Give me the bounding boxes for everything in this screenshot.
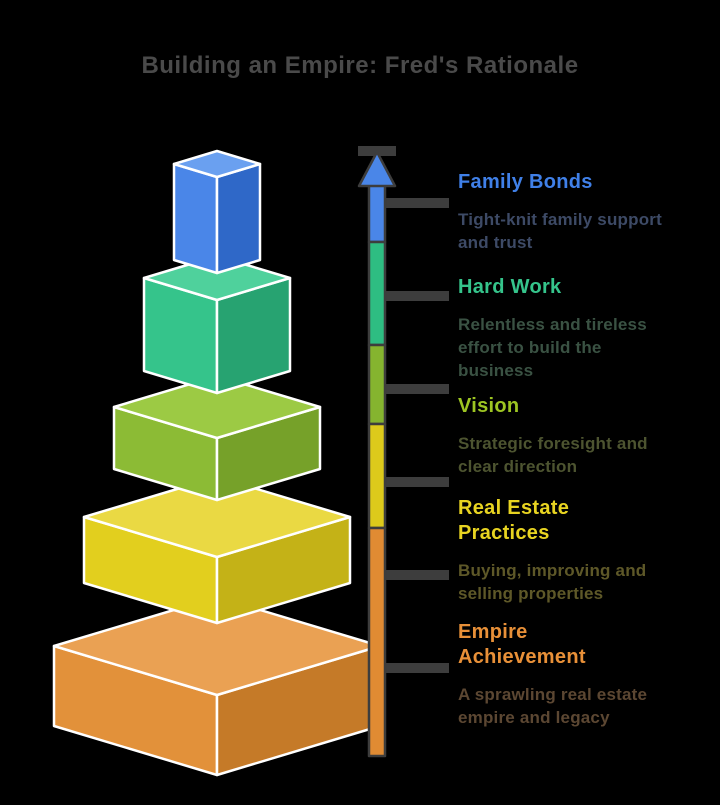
pyramid-level-hard-work — [142, 254, 292, 395]
arrow-segment-family-bonds — [367, 181, 387, 244]
section-hard-work-description: Relentless and tireless effort to build … — [458, 315, 647, 380]
section-empire-achievement-label: Empire Achievement — [458, 621, 586, 668]
section-hard-work-label: Hard Work — [458, 276, 562, 298]
pyramid-level-family-bonds — [172, 149, 262, 275]
tick-mark-4 — [384, 477, 449, 487]
pyramid-level-empire-achievement — [52, 595, 382, 777]
pyramid-level-real-estate-practices — [82, 475, 352, 625]
box-right-face — [215, 162, 262, 275]
section-real-estate-practices-label: Real Estate Practices — [458, 497, 570, 544]
arrow-segment-real-estate-practices — [367, 422, 387, 530]
section-empire-achievement: Empire Achievement A sprawling real esta… — [458, 620, 698, 729]
diagram-title: Building an Empire: Fred's Rationale — [141, 52, 579, 79]
box-left-face — [172, 162, 219, 275]
box-top-face — [82, 475, 352, 559]
tick-mark-3 — [384, 384, 449, 394]
box-top-face — [52, 595, 382, 697]
section-family-bonds-description: Tight-knit family support and trust — [458, 210, 662, 252]
section-family-bonds: Family Bonds Tight-knit family support a… — [458, 170, 698, 254]
section-vision: Vision Strategic foresight and clear dir… — [458, 394, 698, 478]
tick-mark-5 — [384, 570, 449, 580]
pyramid-level-vision — [112, 374, 322, 502]
tick-mark-2 — [384, 291, 449, 301]
tick-mark-6 — [384, 663, 449, 673]
arrow-segment-hard-work — [367, 240, 387, 347]
arrow-ruler — [357, 146, 449, 758]
section-empire-achievement-description: A sprawling real estate empire and legac… — [458, 685, 648, 727]
section-vision-description: Strategic foresight and clear direction — [458, 434, 648, 476]
arrowhead-icon — [357, 150, 397, 188]
box-top-face — [142, 254, 292, 302]
box-top-face — [172, 149, 262, 179]
tick-mark-1 — [384, 198, 449, 208]
arrow-segment-empire-achievement — [367, 526, 387, 758]
arrow-segment-vision — [367, 343, 387, 426]
section-real-estate-practices: Real Estate Practices Buying, improving … — [458, 496, 698, 605]
box-top-face — [112, 374, 322, 440]
section-vision-label: Vision — [458, 395, 520, 417]
section-family-bonds-label: Family Bonds — [458, 171, 593, 193]
section-hard-work: Hard Work Relentless and tireless effort… — [458, 275, 698, 382]
section-real-estate-practices-description: Buying, improving and selling properties — [458, 561, 647, 603]
